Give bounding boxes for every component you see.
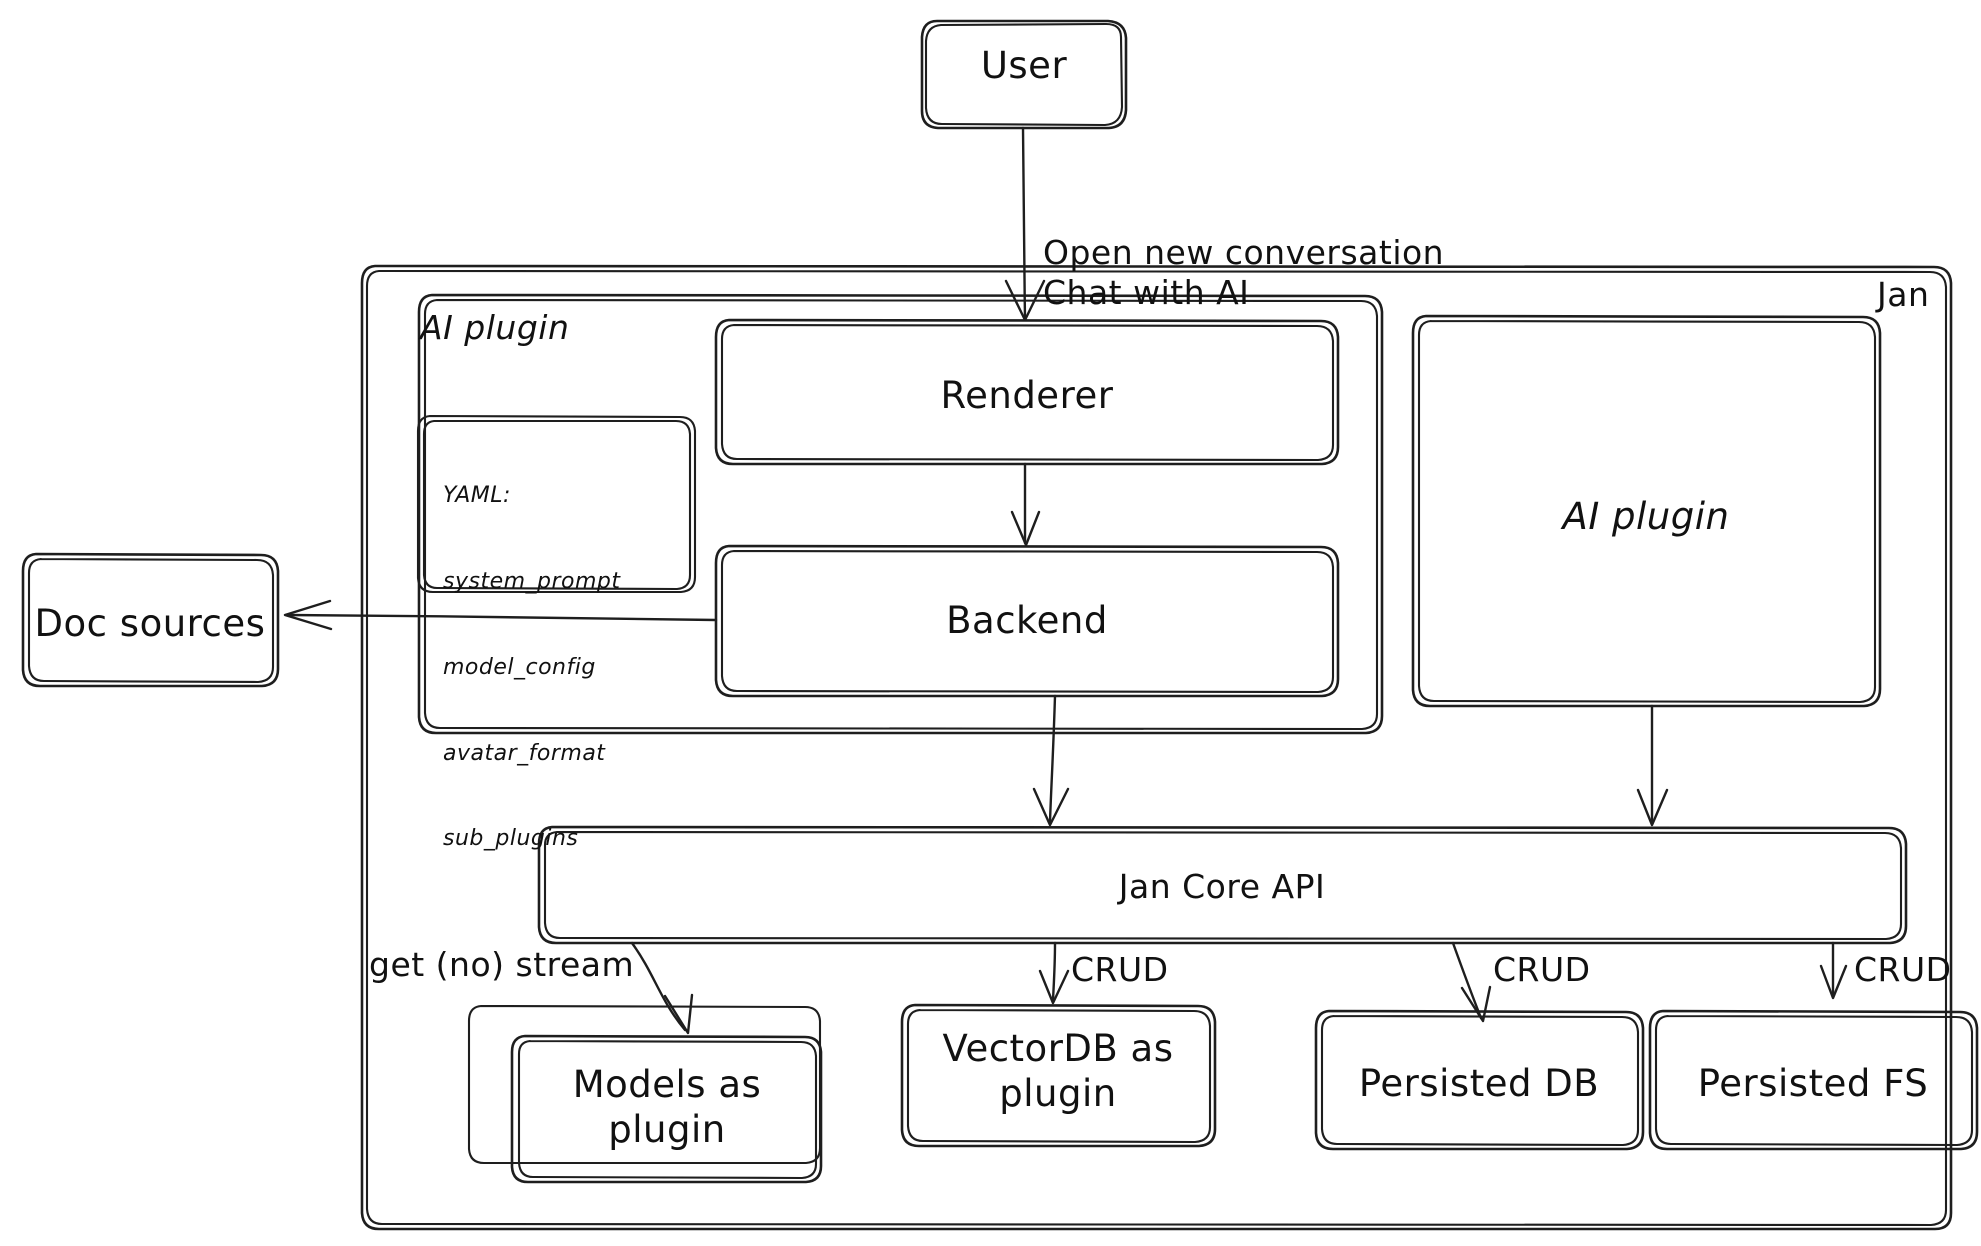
arrow-renderer-to-backend — [1010, 462, 1041, 547]
yaml-card-shape — [416, 414, 697, 594]
arrow-backend-to-core — [1032, 694, 1070, 827]
backend-box-shape — [714, 544, 1340, 698]
arrow-core-to-models — [630, 941, 694, 1035]
ai-plugin-box-shape — [1411, 314, 1882, 708]
arrow-core-to-persisted-fs — [1819, 941, 1848, 1000]
arrow-user-to-renderer — [1004, 126, 1046, 322]
jan-group-shape — [360, 264, 1953, 1231]
persisted-db-box-shape — [1314, 1009, 1645, 1151]
arrow-backend-to-doc-sources — [283, 599, 718, 631]
arrow-ai-plugin-to-core — [1636, 704, 1669, 827]
arrow-core-to-persisted-db — [1451, 941, 1492, 1023]
doc-sources-box-shape — [21, 552, 280, 688]
vectordb-as-plugin-box-shape — [900, 1003, 1217, 1148]
models-as-plugin-box-shape — [467, 1004, 823, 1184]
renderer-box-shape — [714, 318, 1340, 466]
arrow-core-to-vectordb — [1038, 941, 1070, 1005]
jan-core-api-box-shape — [537, 825, 1908, 945]
ai-plugin-group-shape — [417, 293, 1384, 735]
persisted-fs-box-shape — [1648, 1009, 1979, 1151]
user-box-shape — [920, 19, 1128, 130]
